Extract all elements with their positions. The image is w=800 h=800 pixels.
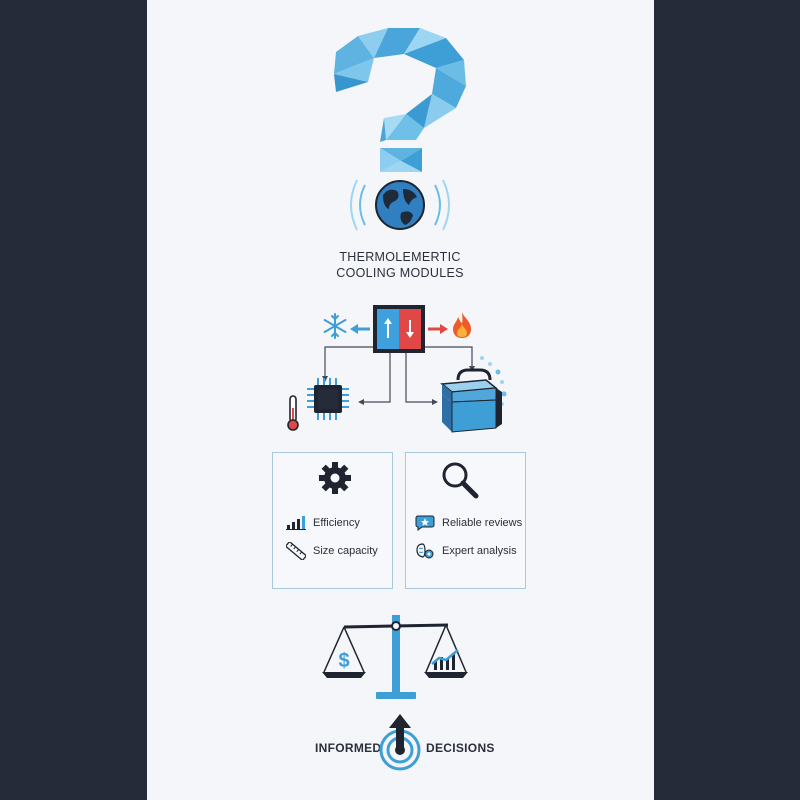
snowflake-icon [323, 313, 347, 339]
flame-icon [453, 312, 471, 338]
criteria-card-reviews: Reliable reviews Expert analysis [405, 452, 526, 589]
card-item-reliable-reviews: Reliable reviews [415, 514, 522, 532]
review-bubble-icon [415, 515, 435, 531]
gear-icon [319, 462, 351, 494]
magnifier-icon [442, 462, 479, 499]
peltier-diagram [322, 305, 475, 405]
question-mark-icon [334, 28, 466, 172]
target-arrow-icon [379, 714, 421, 771]
balance-scale-icon: $ [322, 615, 468, 699]
card-item-expert-analysis: Expert analysis [415, 542, 517, 560]
thermometer-icon [287, 395, 299, 431]
footer-decisions: DECISIONS [426, 741, 495, 755]
card-item-size-capacity: Size capacity [286, 542, 378, 560]
title-line-1: THERMOLEMERTIC [339, 250, 461, 264]
title-line-2: COOLING MODULES [336, 266, 464, 280]
card-item-label: Efficiency [313, 517, 360, 529]
svg-text:$: $ [338, 650, 349, 672]
ruler-icon [286, 542, 306, 560]
bar-chart-icon [286, 516, 306, 530]
brain-gear-icon [416, 543, 434, 559]
criteria-card-efficiency: Efficiency Size capacity [272, 452, 393, 589]
globe-icon [350, 179, 450, 231]
cooler-box-icon [440, 356, 507, 433]
card-item-label: Reliable reviews [442, 517, 523, 529]
cpu-chip-icon [307, 378, 349, 420]
card-item-label: Expert analysis [442, 545, 517, 557]
card-item-efficiency: Efficiency [286, 514, 360, 532]
card-item-label: Size capacity [313, 545, 378, 557]
footer-informed: INFORMED [315, 741, 382, 755]
